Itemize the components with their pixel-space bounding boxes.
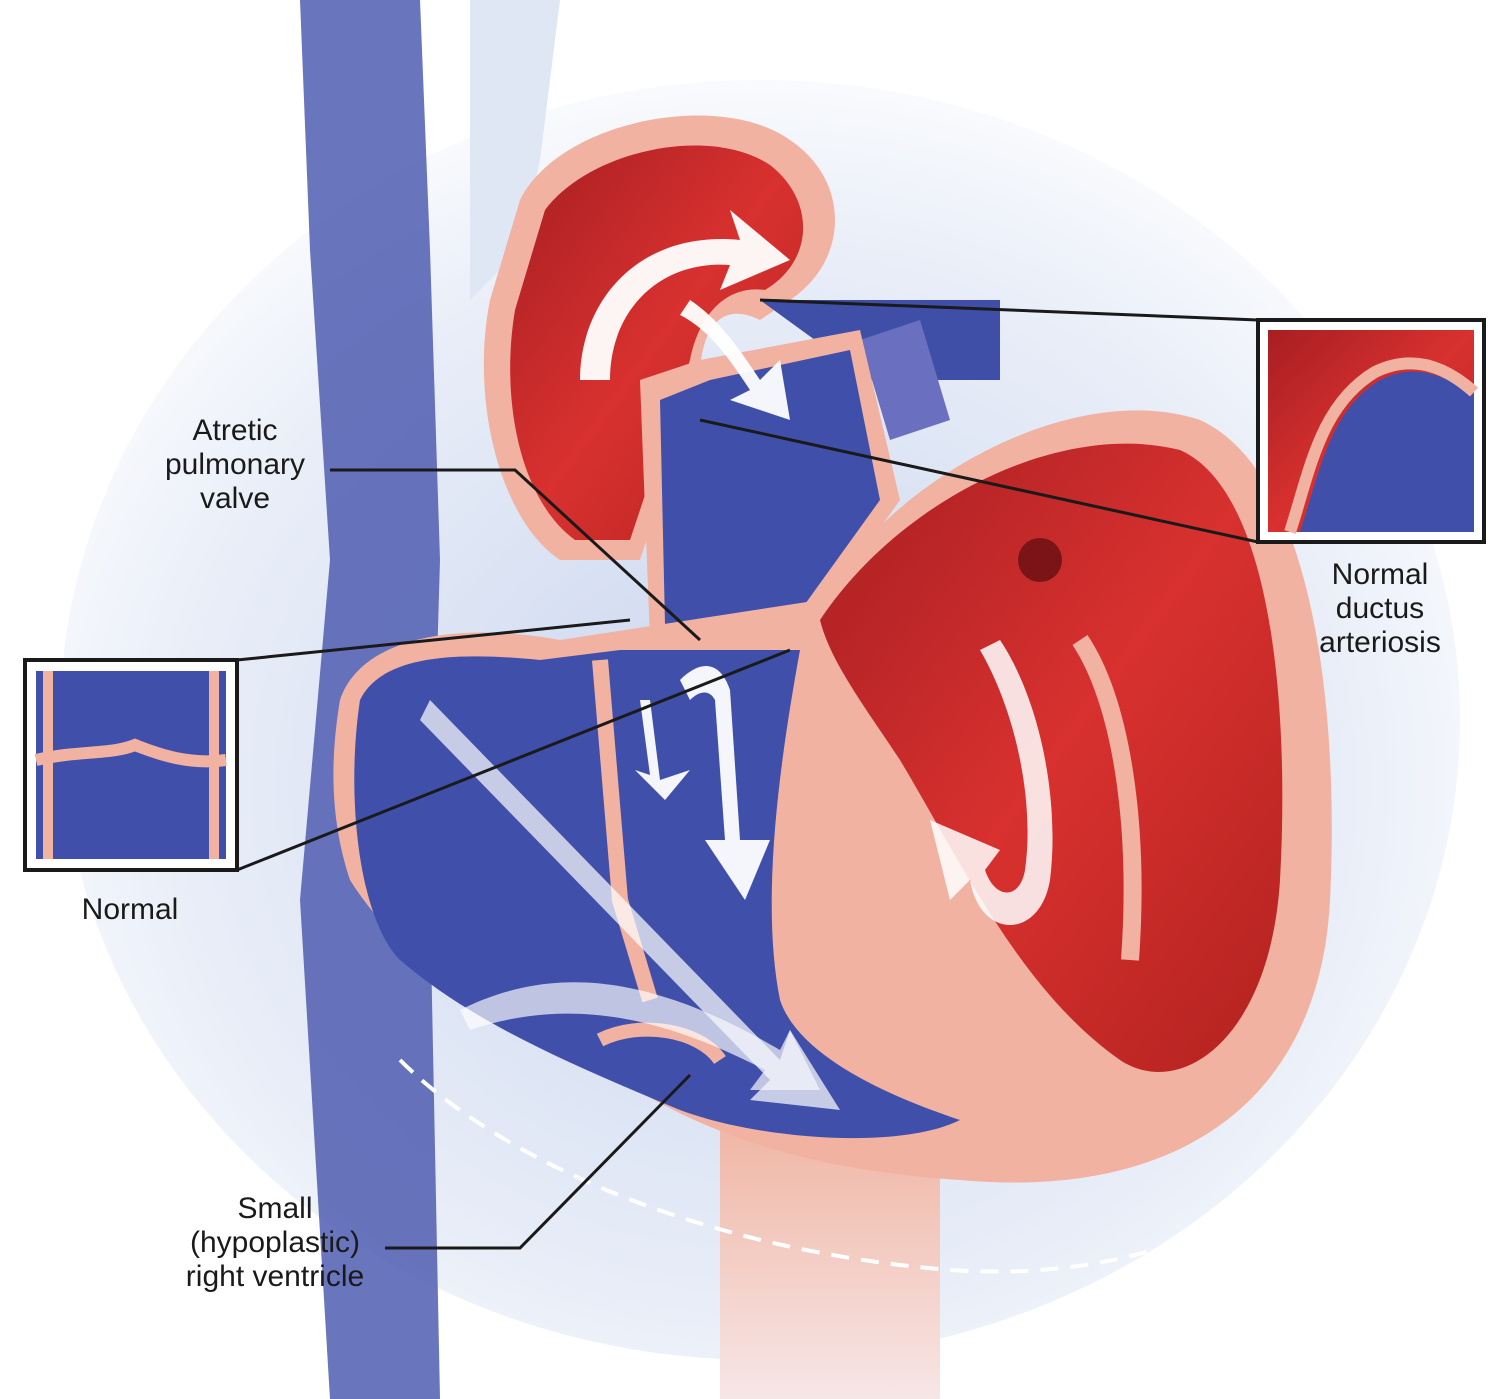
flow-arrow-lv: [930, 640, 1053, 925]
label-normal-valve: Normal: [50, 893, 210, 927]
pulmonary-trunk: [660, 350, 880, 625]
flow-arrow-rv: [420, 700, 840, 1110]
leader-valve-bottom: [236, 648, 791, 872]
inset-ductus-wall: [1284, 357, 1478, 534]
flow-arrow-arch: [580, 210, 790, 380]
label-normal-ductus: Normal ductus arteriosis: [1290, 558, 1470, 660]
label-hypoplastic-rv-line1: Small: [237, 1192, 313, 1225]
flow-arrows: [420, 210, 1053, 1110]
leader-hypoplastic-rv: [385, 1073, 692, 1250]
inset-valve-leaflets: [34, 738, 227, 768]
leader-lines: [236, 298, 1259, 1250]
label-atretic-valve-line2: pulmonary: [164, 448, 306, 481]
leader-ductus-top: [759, 298, 1259, 322]
inset-ductus-vessel: [1300, 371, 1474, 532]
descending-aorta: [720, 1130, 940, 1399]
label-normal-ductus-line2: ductus: [1335, 592, 1425, 625]
left-ventricle: [820, 443, 1283, 1072]
leader-ductus-bottom: [699, 418, 1259, 544]
flow-arrow-pa-small: [635, 700, 690, 800]
leader-valve-top: [236, 618, 631, 662]
tricuspid-leaflet: [596, 1022, 726, 1065]
flow-arrow-ductus: [680, 300, 790, 420]
papillary-muscle: [1072, 635, 1142, 961]
label-hypoplastic-rv-line2: (hypoplastic): [189, 1226, 361, 1259]
label-hypoplastic-rv: Small (hypoplastic) right ventricle: [165, 1192, 385, 1294]
label-normal-valve-text: Normal: [81, 893, 179, 926]
atretic-pulmonary-valve: [639, 625, 792, 650]
inset-normal-ductus: [1256, 318, 1486, 544]
vessel-top: [470, 0, 560, 300]
normal-rv-outline: [398, 1058, 1271, 1274]
flow-arrow-pa: [680, 666, 770, 900]
label-atretic-valve: Atretic pulmonary valve: [150, 414, 320, 516]
flow-arrow-rv-lower: [460, 982, 820, 1090]
label-atretic-valve-line1: Atretic: [192, 414, 278, 447]
label-atretic-valve-line3: valve: [199, 482, 271, 515]
leader-atretic-valve: [330, 468, 702, 642]
label-normal-ductus-line1: Normal: [1331, 558, 1429, 591]
left-atrium-opening: [1018, 538, 1062, 582]
inset-normal-valve: [23, 658, 239, 872]
label-normal-ductus-line3: arteriosis: [1319, 626, 1441, 659]
ductus-stub: [860, 320, 950, 440]
label-hypoplastic-rv-line3: right ventricle: [185, 1260, 365, 1293]
